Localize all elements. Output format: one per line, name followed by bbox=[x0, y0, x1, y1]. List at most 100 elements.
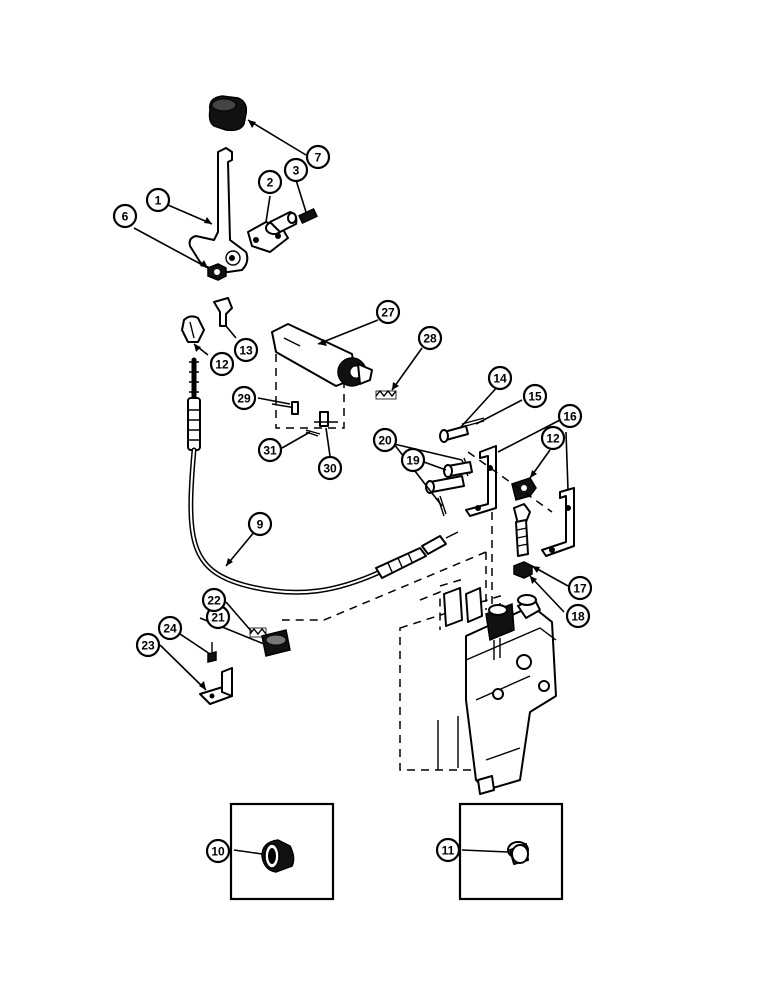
callout-circle bbox=[372, 427, 398, 453]
callout-23: 23 bbox=[135, 632, 161, 658]
pin-part-30 bbox=[314, 411, 338, 427]
callout-circle bbox=[209, 351, 235, 377]
callout-circle bbox=[112, 203, 138, 229]
nut-part-18 bbox=[513, 561, 533, 579]
callout-circle bbox=[557, 403, 583, 429]
callout-label: 24 bbox=[163, 622, 177, 636]
callout-circle bbox=[247, 511, 273, 537]
callout-15: 15 bbox=[522, 383, 548, 409]
callout-label: 14 bbox=[493, 372, 507, 386]
callout-label: 16 bbox=[563, 410, 577, 424]
callout-circle bbox=[157, 615, 183, 641]
callout-circle bbox=[565, 603, 591, 629]
callout-label: 13 bbox=[239, 344, 253, 358]
callout-28: 28 bbox=[417, 325, 443, 351]
callout-label: 23 bbox=[141, 639, 155, 653]
callout-label: 7 bbox=[315, 151, 322, 165]
callout-label: 30 bbox=[323, 462, 337, 476]
callout-circle bbox=[205, 838, 231, 864]
callout-circle bbox=[233, 337, 259, 363]
callout-circle bbox=[417, 325, 443, 351]
detent-cap-part-21 bbox=[261, 629, 291, 657]
pin-part-19 bbox=[425, 461, 473, 494]
callout-29: 29 bbox=[231, 385, 257, 411]
callout-22: 22 bbox=[201, 587, 227, 613]
callout-label: 22 bbox=[207, 594, 221, 608]
callout-label: 28 bbox=[423, 332, 437, 346]
callout-2: 2 bbox=[257, 169, 283, 195]
screw-part-3 bbox=[298, 207, 318, 225]
callout-6: 6 bbox=[112, 203, 138, 229]
callout-20: 20 bbox=[372, 427, 398, 453]
callout-circle bbox=[201, 587, 227, 613]
callout-label: 10 bbox=[211, 845, 225, 859]
callout-label: 27 bbox=[381, 306, 395, 320]
shaft-arm-part-27 bbox=[271, 323, 373, 387]
callout-19: 19 bbox=[400, 447, 426, 473]
callout-label: 15 bbox=[528, 390, 542, 404]
callout-label: 1 bbox=[155, 194, 162, 208]
bracket-part-16-right bbox=[541, 487, 575, 557]
callout-11: 11 bbox=[435, 837, 461, 863]
phantom-line-detent bbox=[282, 551, 487, 621]
callout-14: 14 bbox=[487, 365, 513, 391]
callout-circle bbox=[145, 187, 171, 213]
callout-circle bbox=[135, 632, 161, 658]
spring-part-22 bbox=[249, 627, 267, 638]
callout-circle bbox=[567, 575, 593, 601]
callout-label: 31 bbox=[263, 444, 277, 458]
callout-10: 10 bbox=[205, 838, 231, 864]
spring-part-28 bbox=[375, 389, 397, 400]
callout-18: 18 bbox=[565, 603, 591, 629]
bracket-part-16-left bbox=[465, 445, 497, 517]
callout-label: 11 bbox=[442, 844, 455, 858]
callout-1: 1 bbox=[145, 187, 171, 213]
callout-circle bbox=[400, 447, 426, 473]
callout-label: 17 bbox=[573, 582, 587, 596]
clevis-part-12-top bbox=[181, 315, 205, 343]
callout-circle bbox=[435, 837, 461, 863]
bracket-part-23 bbox=[199, 667, 233, 705]
callout-label: 18 bbox=[571, 610, 585, 624]
pivot-bracket-part-2 bbox=[247, 211, 298, 253]
control-cable-part-9 bbox=[187, 357, 459, 595]
callout-circle bbox=[487, 365, 513, 391]
callout-30: 30 bbox=[317, 455, 343, 481]
pin-part-14 bbox=[439, 425, 469, 443]
callout-circle bbox=[231, 385, 257, 411]
phantom-line-16 bbox=[467, 451, 553, 513]
callout-31: 31 bbox=[257, 437, 283, 463]
bolt-part-17 bbox=[513, 503, 531, 557]
inset-box-10 bbox=[229, 802, 335, 901]
control-valve-assembly bbox=[399, 578, 557, 795]
callout-7: 7 bbox=[305, 144, 331, 170]
callout-circle bbox=[283, 157, 309, 183]
callout-16: 16 bbox=[557, 403, 583, 429]
callout-label: 9 bbox=[257, 518, 264, 532]
inset-box-11 bbox=[458, 802, 564, 901]
clip-part-13 bbox=[213, 297, 233, 327]
lever-part-1 bbox=[188, 147, 249, 273]
clevis-part-12-right bbox=[511, 477, 537, 501]
callout-label: 12 bbox=[215, 358, 229, 372]
callout-label: 3 bbox=[293, 164, 300, 178]
callout-circle bbox=[305, 144, 331, 170]
callout-13: 13 bbox=[233, 337, 259, 363]
callout-label: 21 bbox=[211, 611, 225, 625]
callout-circle bbox=[375, 299, 401, 325]
callout-27: 27 bbox=[375, 299, 401, 325]
pin-part-29 bbox=[271, 401, 299, 415]
callout-label: 2 bbox=[267, 176, 274, 190]
leader-lines bbox=[133, 119, 569, 855]
callout-label: 19 bbox=[406, 454, 420, 468]
callout-label: 29 bbox=[237, 392, 251, 406]
callout-circle bbox=[257, 169, 283, 195]
callout-label: 12 bbox=[546, 432, 560, 446]
callout-circle bbox=[257, 437, 283, 463]
callout-12a: 12 bbox=[209, 351, 235, 377]
callout-circle bbox=[522, 383, 548, 409]
callout-12b: 12 bbox=[540, 425, 566, 451]
